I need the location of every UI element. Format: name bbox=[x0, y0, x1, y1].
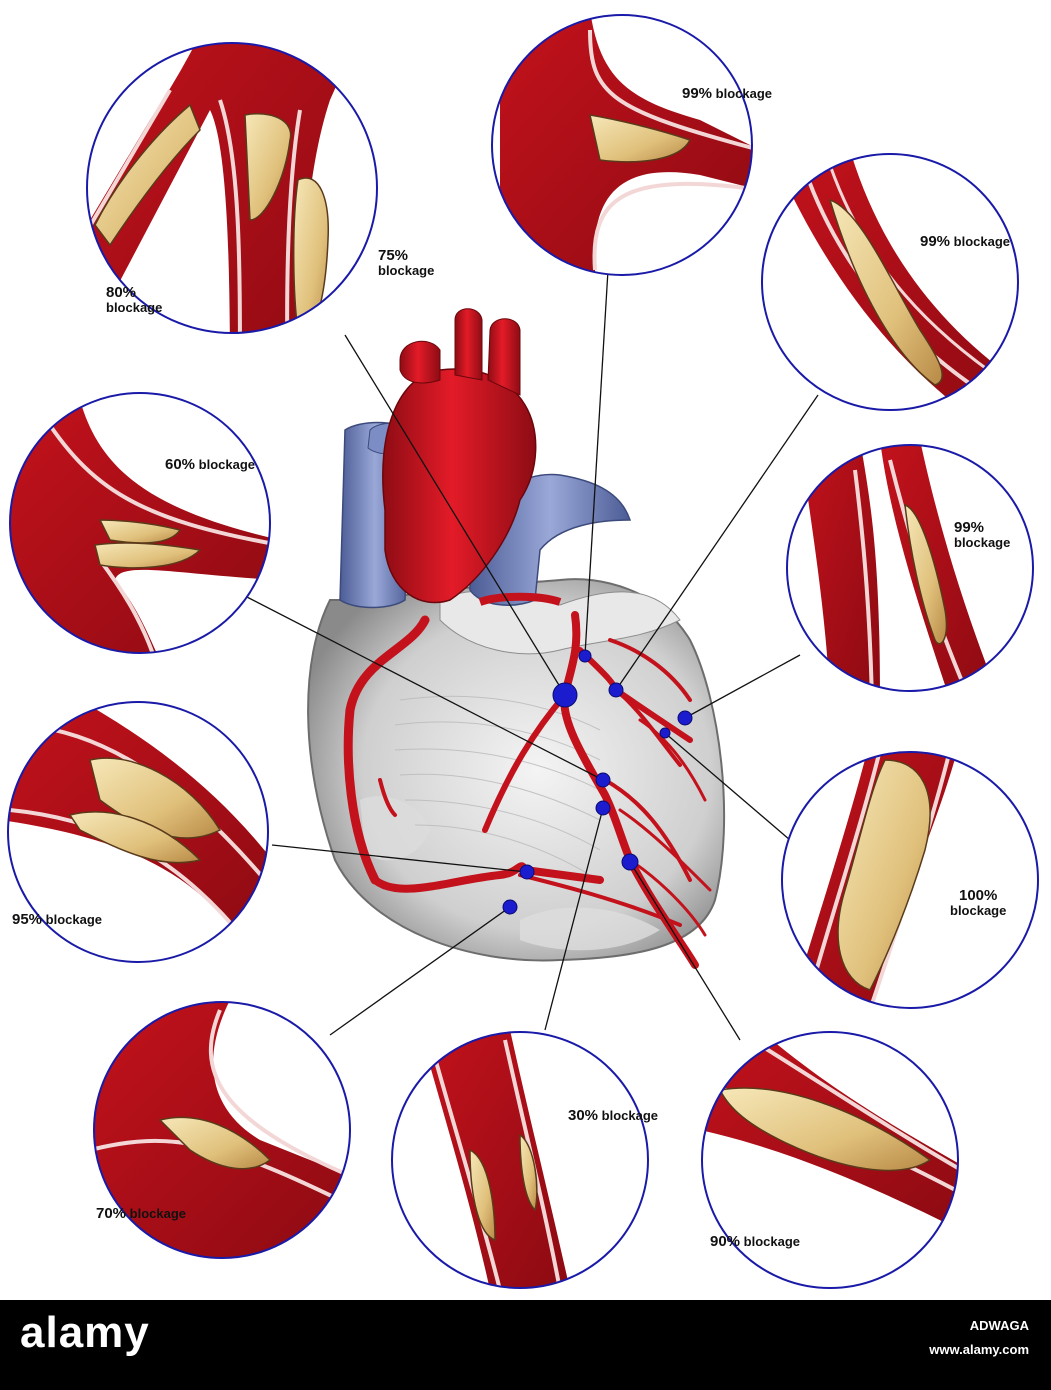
inset-circle-99-c bbox=[786, 444, 1034, 692]
marker-lad-diag bbox=[595, 800, 611, 816]
inset-circle-99-a bbox=[491, 14, 753, 276]
marker-circ-branch bbox=[677, 710, 693, 726]
inset-circle-70 bbox=[93, 1001, 351, 1259]
marker-circumflex bbox=[608, 682, 624, 698]
label-30: 30% blockage bbox=[568, 1107, 659, 1124]
inset-circle-100 bbox=[781, 751, 1039, 1009]
label-80: 80%blockage bbox=[106, 284, 163, 315]
inset-circle-80-75 bbox=[86, 42, 378, 334]
coronary-blockage-diagram bbox=[7, 14, 1039, 1289]
marker-lad-mid bbox=[595, 772, 611, 788]
inset-circle-30 bbox=[391, 1031, 649, 1289]
blockage-markers bbox=[502, 649, 693, 915]
image-code: ADWAGA bbox=[969, 1318, 1029, 1333]
marker-diagonal bbox=[621, 853, 639, 871]
label-60: 60% blockage bbox=[165, 456, 256, 473]
inset-circle-90 bbox=[701, 1031, 959, 1289]
inset-circle-99-b bbox=[761, 153, 1019, 411]
label-99-b: 99% blockage bbox=[920, 233, 1011, 250]
inset-circle-95 bbox=[7, 701, 269, 963]
label-70: 70% blockage bbox=[96, 1205, 187, 1222]
marker-lad-branch bbox=[578, 649, 592, 663]
label-99-a: 99% blockage bbox=[682, 85, 773, 102]
marker-rca-distal bbox=[502, 899, 518, 915]
inset-circle-60 bbox=[9, 392, 271, 654]
label-75: 75%blockage bbox=[378, 247, 435, 278]
marker-circ-distal bbox=[659, 727, 671, 739]
label-90: 90% blockage bbox=[710, 1233, 801, 1250]
watermark-footer: alamy ADWAGA www.alamy.com bbox=[0, 1300, 1051, 1390]
label-95: 95% blockage bbox=[12, 911, 103, 928]
alamy-logo: alamy bbox=[20, 1308, 150, 1357]
label-100: 100%blockage bbox=[950, 887, 1007, 918]
label-99-c: 99%blockage bbox=[954, 519, 1011, 550]
site-url: www.alamy.com bbox=[929, 1342, 1029, 1357]
marker-rca-mid bbox=[519, 864, 535, 880]
marker-lad-proximal bbox=[552, 682, 578, 708]
heart-illustration bbox=[307, 308, 726, 969]
leader-lines bbox=[242, 269, 819, 1041]
